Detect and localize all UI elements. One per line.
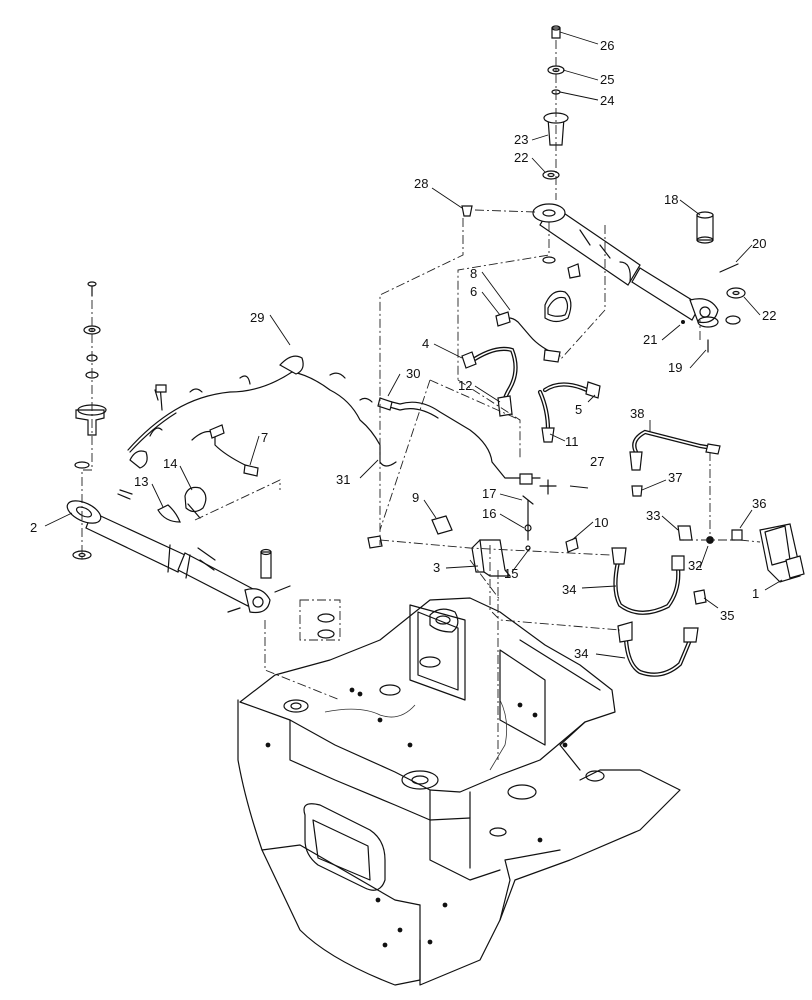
hose-clamps-13-14 [117, 486, 207, 523]
callout-6: 6 [470, 284, 477, 299]
left-lift-cylinder [66, 500, 271, 614]
callout-22a: 22 [514, 150, 528, 165]
callout-35: 35 [720, 608, 734, 623]
callout-26: 26 [600, 38, 614, 53]
upper-tilt-cylinder [532, 203, 719, 328]
callout-38: 38 [630, 406, 644, 421]
callout-33: 33 [646, 508, 660, 523]
callout-34a: 34 [562, 582, 576, 597]
callout-25: 25 [600, 72, 614, 87]
callout-12: 12 [458, 378, 472, 393]
right-hoses-valve [611, 429, 805, 677]
callout-34b: 34 [574, 646, 588, 661]
callout-9: 9 [412, 490, 419, 505]
callout-13: 13 [134, 474, 148, 489]
callout-1: 1 [752, 586, 759, 601]
top-pin-stack [542, 25, 569, 200]
callout-11: 11 [565, 434, 579, 449]
callout-37: 37 [668, 470, 682, 485]
callout-19: 19 [668, 360, 682, 375]
callout-22b: 22 [762, 308, 776, 323]
right-pin-group [461, 205, 746, 353]
callout-27: 27 [590, 454, 604, 469]
callout-14: 14 [163, 456, 177, 471]
center-lines [194, 209, 761, 760]
callout-5: 5 [575, 402, 582, 417]
callout-30: 30 [406, 366, 420, 381]
callout-31: 31 [336, 472, 350, 487]
callout-29: 29 [250, 310, 264, 325]
callout-23: 23 [514, 132, 528, 147]
callout-17: 17 [482, 486, 496, 501]
callout-21: 21 [643, 332, 657, 347]
callout-4: 4 [422, 336, 429, 351]
loader-frame [237, 597, 681, 986]
callout-20: 20 [752, 236, 766, 251]
callout-24: 24 [600, 93, 614, 108]
callout-18: 18 [664, 192, 678, 207]
callout-28: 28 [414, 176, 428, 191]
callout-10: 10 [594, 515, 608, 530]
leader-lines [44, 31, 783, 659]
left-pin-stack [72, 281, 107, 560]
callout-32: 32 [688, 558, 702, 573]
callout-8: 8 [470, 266, 477, 281]
callout-16: 16 [482, 506, 496, 521]
callout-labels: 1 2 3 4 5 6 7 8 9 10 11 12 13 14 15 16 1… [30, 38, 776, 661]
callout-3: 3 [433, 560, 440, 575]
lower-pins [227, 548, 341, 641]
callout-15: 15 [504, 566, 518, 581]
callout-36: 36 [752, 496, 766, 511]
callout-2: 2 [30, 520, 37, 535]
callout-7: 7 [261, 430, 268, 445]
